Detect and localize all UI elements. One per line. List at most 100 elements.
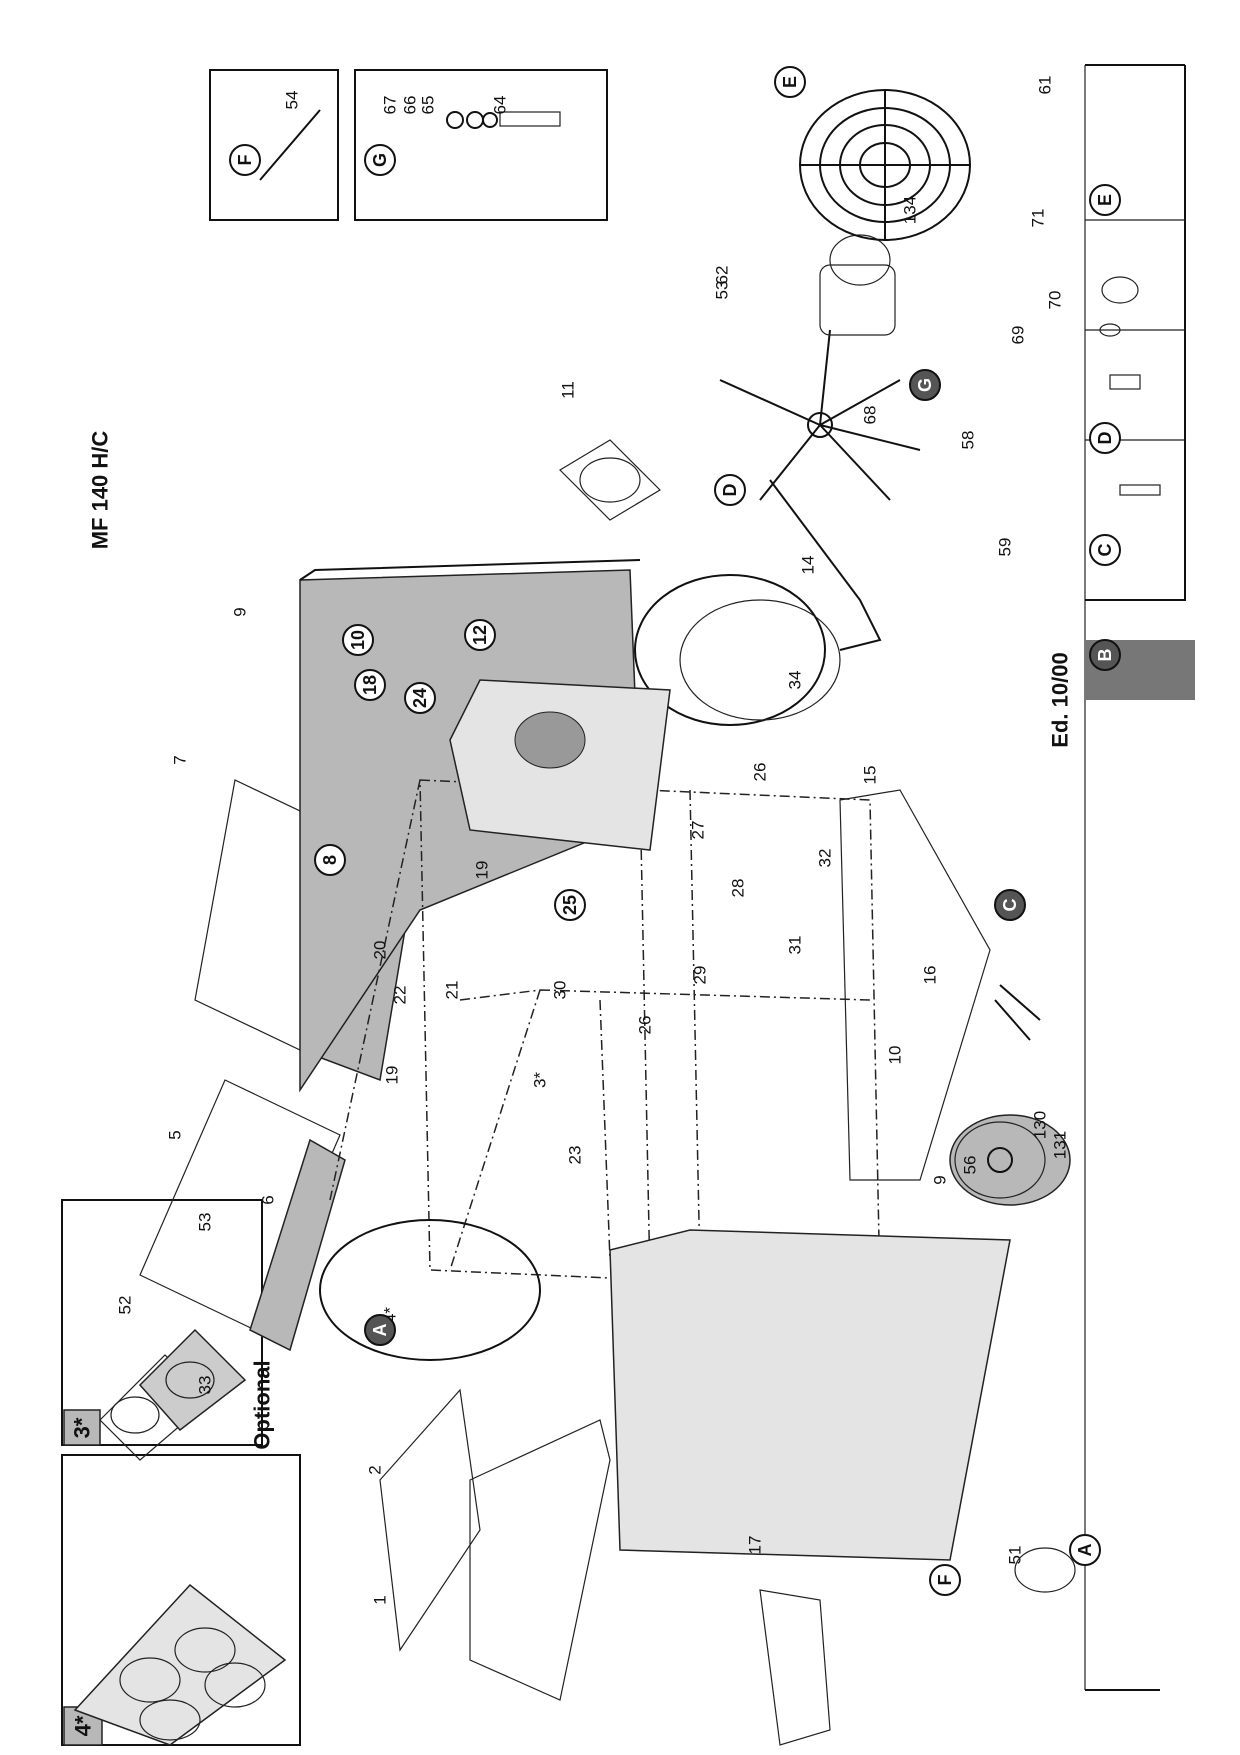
part-label: 31: [786, 936, 805, 955]
part-label: 67: [381, 96, 400, 115]
part-label: 32: [816, 849, 835, 868]
bolt-64: [499, 111, 561, 127]
part-label: 20: [371, 941, 390, 960]
bolt-69: [1109, 374, 1141, 390]
part-label: 11: [559, 381, 578, 399]
model-title: MF 140 H/C: [88, 431, 113, 550]
part-label: 58: [959, 431, 978, 450]
circled-part-label: 8: [320, 855, 340, 865]
part-label: 54: [283, 91, 302, 110]
detail-letter: D: [1095, 432, 1115, 445]
part-label: 61: [1036, 76, 1055, 95]
part-label: 30: [551, 981, 570, 1000]
part-label: 53: [196, 1213, 215, 1232]
circled-part-label: 24: [410, 688, 430, 708]
detail-letter: B: [1095, 649, 1115, 662]
badge-3-bg: [63, 1409, 101, 1446]
inset-4-optional-box: [61, 1454, 301, 1746]
detail-letter: A: [370, 1324, 390, 1337]
optional-label: Optional: [250, 1360, 275, 1449]
circled-part-label: 18: [360, 675, 380, 695]
part-label: 131: [1051, 1131, 1070, 1159]
axle-16: [994, 984, 1041, 1041]
part-label: 15: [861, 766, 880, 785]
part-label: 16: [921, 966, 940, 985]
part-label: 29: [691, 966, 710, 985]
part-label: 56: [961, 1156, 980, 1175]
part-label: 70: [1046, 291, 1065, 310]
part-label: 2: [366, 1465, 385, 1474]
detail-letter-marker: [994, 889, 1026, 921]
detail-letter-marker: [929, 1564, 961, 1596]
detail-letter-marker: [774, 66, 806, 98]
part-label: 23: [566, 1146, 585, 1165]
detail-letter: C: [1095, 544, 1115, 557]
part-label: 14: [799, 556, 818, 575]
detail-letter: G: [370, 153, 390, 167]
part-label: 34: [786, 671, 805, 690]
part-label: 71: [1029, 209, 1048, 228]
part-label: 28: [729, 879, 748, 898]
detail-letter: F: [235, 155, 255, 166]
circled-part-label-marker: [404, 682, 436, 714]
part-label: 21: [443, 981, 462, 1000]
detail-letter-marker: [229, 144, 261, 176]
optional-plate: [73, 1583, 287, 1746]
detail-letter-marker: [1089, 184, 1121, 216]
part-label: 26: [636, 1016, 655, 1035]
part-label: 62: [713, 266, 732, 285]
circled-part-label: 10: [348, 630, 368, 650]
part-label: 68: [861, 406, 880, 425]
part-1: [469, 1419, 611, 1701]
part-17: [759, 1589, 831, 1746]
part-label: 33: [196, 1376, 215, 1395]
part-label: 69: [1009, 326, 1028, 345]
part-label: 51: [1006, 1546, 1025, 1565]
detail-letter-marker: [909, 369, 941, 401]
part-label: 17: [746, 1536, 765, 1555]
inset-G-box: [354, 69, 608, 221]
bolt-58: [1119, 484, 1161, 496]
part-label: 52: [116, 1296, 135, 1315]
part-label: 9: [931, 1175, 950, 1184]
part-label: 65: [419, 96, 438, 115]
part-label: 19: [473, 861, 492, 880]
part-label: 10: [886, 1046, 905, 1065]
circled-part-label-marker: [314, 844, 346, 876]
panel-15: [839, 789, 991, 1181]
detail-letter: G: [915, 378, 935, 392]
part-51: [1014, 1547, 1076, 1593]
part-label: 27: [689, 821, 708, 840]
part-label: 6: [259, 1195, 278, 1204]
detail-letter-marker: [1089, 639, 1121, 671]
detail-letter-marker: [1089, 422, 1121, 454]
part-label: 64: [491, 96, 510, 115]
fan-impeller-68: [719, 329, 921, 501]
detail-letter-marker: [1089, 534, 1121, 566]
part-label: 3*: [531, 1072, 550, 1088]
part-2: [379, 1388, 481, 1652]
circled-part-label: 12: [470, 625, 490, 645]
detail-letter-marker: [714, 474, 746, 506]
fan-guard-134: [799, 89, 971, 241]
panel-5: [139, 1079, 341, 1331]
bracket-14: [769, 479, 882, 651]
detail-letter: E: [780, 76, 800, 88]
screw-54: [259, 109, 321, 181]
inlet-ring-left: [319, 1219, 541, 1361]
circled-part-label-marker: [342, 624, 374, 656]
detail-letter: E: [1095, 194, 1115, 206]
part-label: 1: [371, 1595, 390, 1604]
side-panel-9: [609, 1229, 1011, 1561]
inset-F-box: [209, 69, 339, 221]
part-label: 66: [401, 96, 420, 115]
badge-3: 3*: [70, 1417, 95, 1438]
circled-part-label-marker: [354, 669, 386, 701]
wheel-56: [949, 1114, 1071, 1206]
part-label: 134: [901, 196, 920, 224]
edition-label: Ed. 10/00: [1048, 652, 1073, 747]
detail-letter: A: [1075, 1544, 1095, 1557]
part-label: 22: [391, 986, 410, 1005]
part-label: 9: [231, 607, 250, 616]
